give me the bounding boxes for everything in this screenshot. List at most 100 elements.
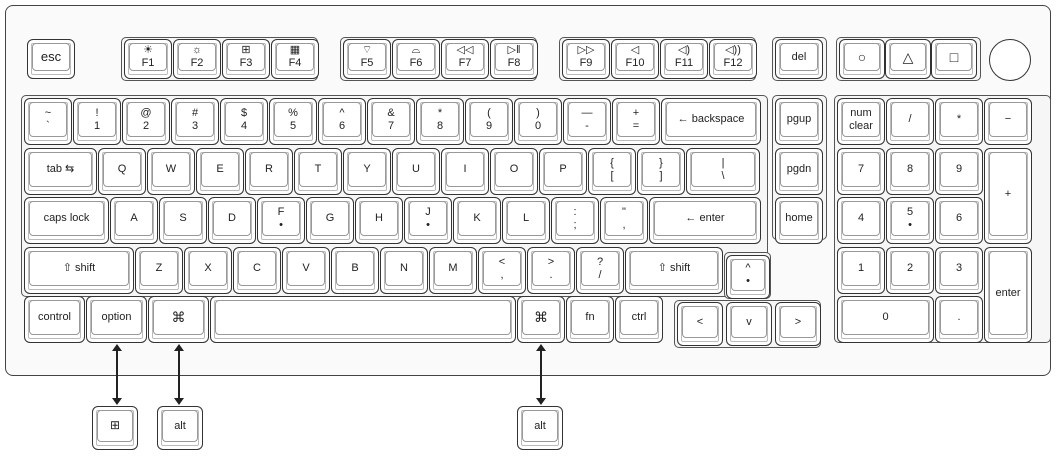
key-c[interactable]: C xyxy=(233,247,281,294)
key-d[interactable]: D xyxy=(208,197,256,244)
windows-key-legend[interactable]: ⊞ xyxy=(92,406,138,450)
triangle-key[interactable]: △ xyxy=(885,39,931,79)
key-b[interactable]: B xyxy=(331,247,379,294)
key-y[interactable]: Y xyxy=(343,148,391,195)
numpad-3-key[interactable]: 3 xyxy=(935,247,983,294)
key-f11[interactable]: ◁)F11 xyxy=(660,39,708,79)
key-f[interactable]: F• xyxy=(257,197,305,244)
numpad-0-key[interactable]: 0 xyxy=(837,296,934,343)
key-bracket-1[interactable]: }] xyxy=(637,148,685,195)
key-bracket-2[interactable]: |\ xyxy=(686,148,760,195)
key-9-9[interactable]: (9 xyxy=(465,98,513,145)
key-f7[interactable]: ◁◁F7 xyxy=(441,39,489,79)
key-s[interactable]: S xyxy=(159,197,207,244)
key-f10[interactable]: ◁F10 xyxy=(611,39,659,79)
numpad-multiply-key[interactable]: * xyxy=(935,98,983,145)
arrow-right-key[interactable]: > xyxy=(775,302,821,346)
pgdn-key[interactable]: pgdn xyxy=(775,148,823,195)
arrow-left-key[interactable]: < xyxy=(677,302,723,346)
key-7-7[interactable]: &7 xyxy=(367,98,415,145)
key-r[interactable]: R xyxy=(245,148,293,195)
key-e[interactable]: E xyxy=(196,148,244,195)
option-key[interactable]: option xyxy=(86,296,147,343)
key-n[interactable]: N xyxy=(380,247,428,294)
key-bracket-0[interactable]: {[ xyxy=(588,148,636,195)
numpad-dot-key[interactable]: . xyxy=(935,296,983,343)
arrow-up-key[interactable]: ^• xyxy=(726,255,770,299)
key-o[interactable]: O xyxy=(490,148,538,195)
key-8-8[interactable]: *8 xyxy=(416,98,464,145)
left-shift-key[interactable]: ⇧ shift xyxy=(24,247,134,294)
key-f12[interactable]: ◁))F12 xyxy=(709,39,757,79)
key-punct-1[interactable]: >. xyxy=(527,247,575,294)
pgup-key[interactable]: pgup xyxy=(775,98,823,145)
key-f9[interactable]: ▷▷F9 xyxy=(562,39,610,79)
key-f2[interactable]: ☼F2 xyxy=(173,39,221,79)
key-h[interactable]: H xyxy=(355,197,403,244)
numpad-minus-key[interactable]: − xyxy=(984,98,1032,145)
key-g[interactable]: G xyxy=(306,197,354,244)
key-3-3[interactable]: #3 xyxy=(171,98,219,145)
key-j[interactable]: J• xyxy=(404,197,452,244)
numpad-5-key[interactable]: 5• xyxy=(886,197,934,244)
numpad-8-key[interactable]: 8 xyxy=(886,148,934,195)
caps-lock-key[interactable]: caps lock xyxy=(24,197,109,244)
key-f5[interactable]: ⌔F5 xyxy=(343,39,391,79)
numpad-9-key[interactable]: 9 xyxy=(935,148,983,195)
key-q[interactable]: Q xyxy=(98,148,146,195)
key-i[interactable]: I xyxy=(441,148,489,195)
key--11[interactable]: —- xyxy=(563,98,611,145)
key-p[interactable]: P xyxy=(539,148,587,195)
arrow-down-key[interactable]: v xyxy=(726,302,772,346)
numpad-plus-key[interactable]: + xyxy=(984,148,1032,244)
numpad-enter-key[interactable]: enter xyxy=(984,247,1032,343)
enter-key[interactable]: ← enter xyxy=(649,197,761,244)
numpad-7-key[interactable]: 7 xyxy=(837,148,885,195)
key-0-10[interactable]: )0 xyxy=(514,98,562,145)
numpad-1-key[interactable]: 1 xyxy=(837,247,885,294)
key-f6[interactable]: ⌓F6 xyxy=(392,39,440,79)
key-punct-0[interactable]: <, xyxy=(478,247,526,294)
tab-key[interactable]: tab ⇆ xyxy=(24,148,97,195)
left-command-key[interactable]: ⌘ xyxy=(148,296,209,343)
home-key[interactable]: home xyxy=(775,197,823,244)
key-6-6[interactable]: ^6 xyxy=(318,98,366,145)
key-x[interactable]: X xyxy=(184,247,232,294)
esc-key[interactable]: esc xyxy=(27,39,75,79)
key-z[interactable]: Z xyxy=(135,247,183,294)
control-key[interactable]: control xyxy=(24,296,85,343)
right-shift-key[interactable]: ⇧ shift xyxy=(625,247,723,294)
key--0[interactable]: ~` xyxy=(24,98,72,145)
key-w[interactable]: W xyxy=(147,148,195,195)
key-t[interactable]: T xyxy=(294,148,342,195)
numpad-divide-key[interactable]: / xyxy=(886,98,934,145)
key-5-5[interactable]: %5 xyxy=(269,98,317,145)
key-semi-0[interactable]: :; xyxy=(551,197,599,244)
space-key[interactable] xyxy=(210,296,516,343)
key--12[interactable]: += xyxy=(612,98,660,145)
key-f3[interactable]: ⊞F3 xyxy=(222,39,270,79)
key-f4[interactable]: ▦F4 xyxy=(271,39,319,79)
key-v[interactable]: V xyxy=(282,247,330,294)
key-semi-1[interactable]: ", xyxy=(600,197,648,244)
key-4-4[interactable]: $4 xyxy=(220,98,268,145)
alt-key-legend-right[interactable]: alt xyxy=(517,406,563,450)
ctrl-key[interactable]: ctrl xyxy=(615,296,663,343)
key-f1[interactable]: ☀F1 xyxy=(124,39,172,79)
square-key[interactable]: □ xyxy=(931,39,977,79)
circle-key[interactable]: ○ xyxy=(839,39,885,79)
numpad-2-key[interactable]: 2 xyxy=(886,247,934,294)
key-l[interactable]: L xyxy=(502,197,550,244)
del-key[interactable]: del xyxy=(775,39,823,79)
key-u[interactable]: U xyxy=(392,148,440,195)
numpad-6-key[interactable]: 6 xyxy=(935,197,983,244)
key-k[interactable]: K xyxy=(453,197,501,244)
numpad-4-key[interactable]: 4 xyxy=(837,197,885,244)
key-punct-2[interactable]: ?/ xyxy=(576,247,624,294)
key-1-1[interactable]: !1 xyxy=(73,98,121,145)
backspace-key[interactable]: ← backspace xyxy=(661,98,761,145)
key-f8[interactable]: ▷‖F8 xyxy=(490,39,538,79)
alt-key-legend[interactable]: alt xyxy=(157,406,203,450)
key-2-2[interactable]: @2 xyxy=(122,98,170,145)
